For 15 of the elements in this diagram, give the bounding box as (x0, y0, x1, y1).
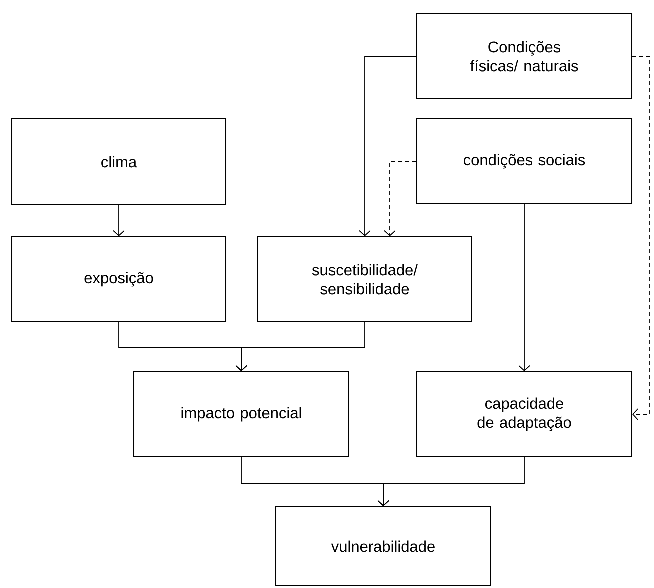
arrow (518, 204, 530, 372)
process-box: vulnerabilidade (276, 506, 492, 586)
process-box: impacto potencial (134, 372, 350, 458)
process-box: exposição (12, 236, 226, 322)
arrow (378, 457, 525, 506)
process-box: capacidade de adaptação (416, 372, 632, 458)
arrow (113, 205, 125, 236)
arrow (236, 322, 366, 372)
process-box: condições sociais (416, 118, 632, 204)
process-box: clima (12, 118, 226, 206)
arrow (359, 56, 417, 236)
process-box: suscetibilidade/ sensibilidade (258, 236, 472, 322)
arrow (384, 161, 417, 236)
arrow (632, 56, 650, 420)
process-box: Condições físicas/ naturais (416, 14, 632, 100)
